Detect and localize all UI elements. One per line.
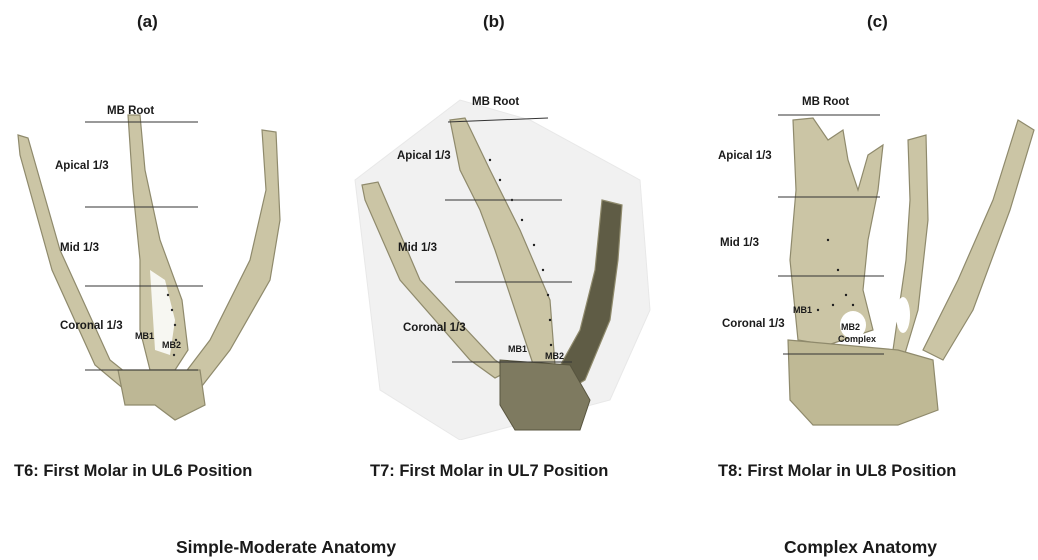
root-render-b [340, 60, 660, 440]
buccal-root-left [18, 135, 135, 390]
group-label-complex: Complex Anatomy [784, 537, 937, 558]
label-mb-root-b: MB Root [472, 96, 519, 108]
caption-c: T8: First Molar in UL8 Position [718, 462, 956, 481]
root-figure-a [0, 60, 320, 440]
group-label-simple: Simple-Moderate Anatomy [176, 537, 396, 558]
label-mb2-c: MB2 [841, 322, 860, 332]
root-figure-b [340, 60, 660, 440]
label-apical-c: Apical 1/3 [718, 150, 772, 162]
label-mb1-a: MB1 [135, 331, 154, 341]
panel-letter-c: (c) [867, 12, 888, 32]
label-apical-b: Apical 1/3 [397, 150, 451, 162]
label-mb1-c: MB1 [793, 305, 812, 315]
caption-b: T7: First Molar in UL7 Position [370, 462, 608, 481]
caption-a: T6: First Molar in UL6 Position [14, 462, 252, 481]
panel-letter-b: (b) [483, 12, 505, 32]
panel-letter-a: (a) [137, 12, 158, 32]
buccal-root-right [172, 130, 280, 405]
label-mid-c: Mid 1/3 [720, 237, 759, 249]
crown-base-c [788, 340, 938, 425]
label-mb-root-a: MB Root [107, 105, 154, 117]
label-coronal-b: Coronal 1/3 [403, 322, 466, 334]
label-mid-a: Mid 1/3 [60, 242, 99, 254]
label-mb-root-c: MB Root [802, 96, 849, 108]
label-complex-c: Complex [838, 334, 876, 344]
label-coronal-c: Coronal 1/3 [722, 318, 785, 330]
root-figure-c [718, 60, 1038, 440]
label-coronal-a: Coronal 1/3 [60, 320, 123, 332]
label-mb1-b: MB1 [508, 344, 527, 354]
label-mid-b: Mid 1/3 [398, 242, 437, 254]
palatal-root-c [923, 120, 1034, 360]
root-render-c [718, 60, 1038, 440]
root-render-a [0, 60, 320, 440]
crown-base-a [118, 370, 205, 420]
label-mb2-b: MB2 [545, 351, 564, 361]
label-apical-a: Apical 1/3 [55, 160, 109, 172]
label-mb2-a: MB2 [162, 340, 181, 350]
